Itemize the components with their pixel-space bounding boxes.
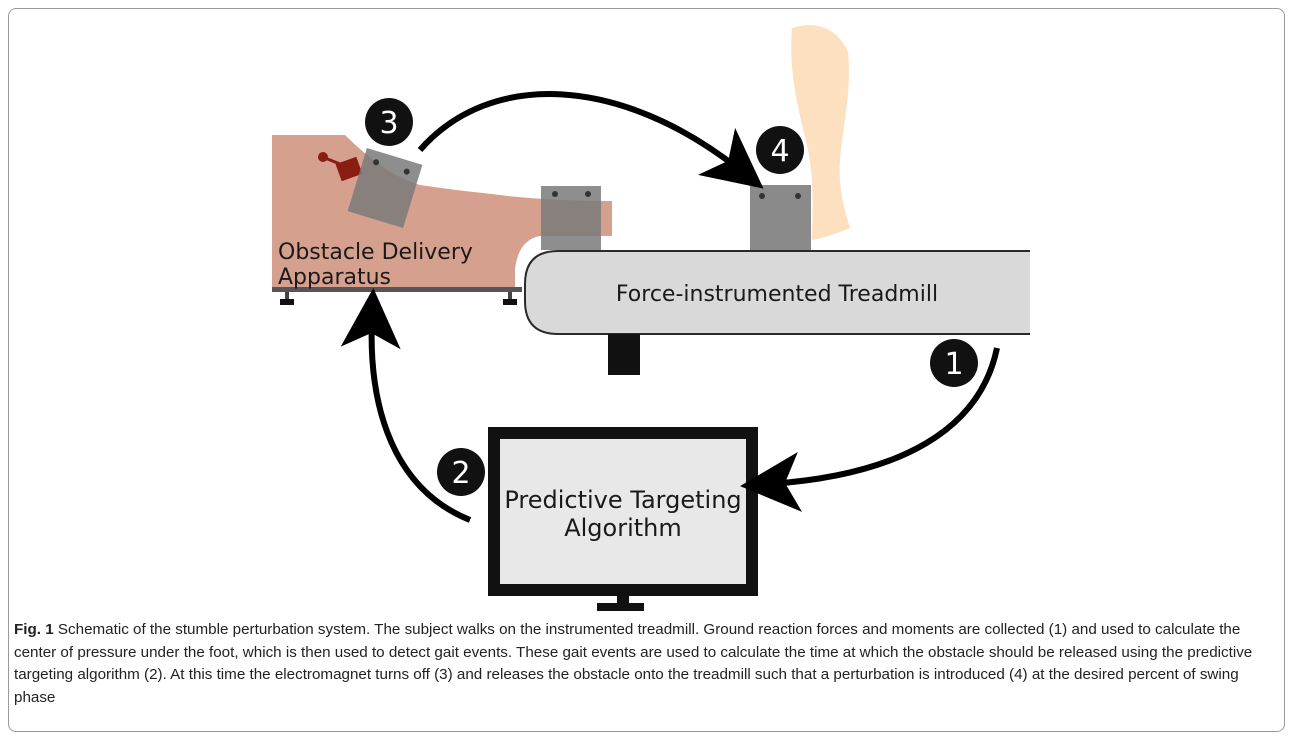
step-badge-3: 3 [365,98,413,146]
treadmill-stand [608,334,640,375]
step-badge-1: 1 [930,339,978,387]
treadmill-label: Force-instrumented Treadmill [616,282,938,307]
figure-frame [8,8,1285,732]
apparatus-label-line2: Apparatus [278,265,391,290]
obstacle-entry [541,186,601,250]
caption-text: Schematic of the stumble perturbation sy… [14,621,1253,706]
algorithm-monitor [488,427,758,611]
arrow-algorithm-to-apparatus [340,288,472,523]
algorithm-label-line1: Predictive Targeting [504,486,741,514]
schematic-diagram: Obstacle Delivery Apparatus Force-instru… [272,25,1030,611]
algorithm-label-line2: Algorithm [564,514,682,542]
step-number-2: 2 [451,456,470,491]
obstacle-on-treadmill [750,185,811,251]
apparatus-feet [280,292,517,305]
step-badge-4: 4 [756,126,804,174]
step-badge-2: 2 [437,448,485,496]
arrow-release [417,91,764,189]
arrow-data-to-algorithm [740,347,1000,512]
caption-label: Fig. 1 [14,621,54,638]
treadmill [524,250,1030,335]
figure-caption: Fig. 1 Schematic of the stumble perturba… [14,619,1276,709]
step-number-4: 4 [770,134,789,169]
step-number-1: 1 [944,347,963,382]
subject-leg [791,25,850,240]
electromagnet [318,152,363,182]
obstacle-held [347,147,423,229]
apparatus-label-line1: Obstacle Delivery [278,240,473,265]
step-number-3: 3 [379,106,398,141]
